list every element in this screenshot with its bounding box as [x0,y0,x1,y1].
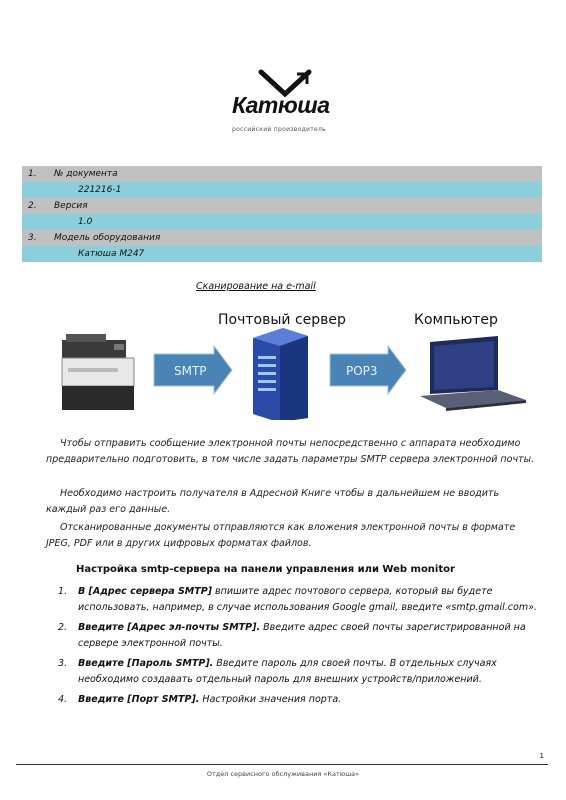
step-bold: Введите [Пароль SMTP]. [78,658,214,669]
footer-divider [16,764,548,765]
paragraph-text: Необходимо настроить получателя в Адресн… [46,488,500,515]
step-number: 4. [58,694,68,705]
paragraph-text: Чтобы отправить сообщение электронной по… [46,438,535,465]
smtp-arrow [153,344,233,396]
list-item: 1. В [Адрес сервера SMTP] впишите адрес … [58,584,538,616]
step-number: 3. [58,658,68,669]
step-bold: Введите [Адрес эл-почты SMTP]. [78,622,261,633]
footer-text: Отдел сервисного обслуживания «Катюша» [206,770,360,778]
laptop-icon [420,336,526,411]
page-number: 1 [539,752,544,760]
email-flow-diagram: Почтовый сервер Компьютер [58,310,538,420]
section-heading: Настройка smtp-сервера на панели управле… [76,564,455,575]
pop3-arrow [329,344,407,396]
computer-label: Компьютер [414,312,498,328]
setup-steps-list: 1. В [Адрес сервера SMTP] впишите адрес … [58,584,538,712]
step-number: 1. [58,586,68,597]
step-number: 2. [58,622,68,633]
row-number: 2. [28,201,37,211]
model-label-row: 3. Модель оборудования [22,230,542,246]
list-item: 2. Введите [Адрес эл-почты SMTP]. Введит… [58,620,538,652]
logo-subtitle: российский производитель [232,126,327,133]
document-title: Сканирование на e-mail [196,281,316,292]
row-label: Версия [54,201,88,211]
attachments-paragraph: Отсканированные документы отправляются к… [46,520,536,552]
row-number: 3. [28,233,37,243]
step-text: Настройки значения порта. [199,694,342,705]
row-label: № документа [54,169,118,179]
step-text: Введите пароль для своей почты. В отдель… [78,658,497,685]
mfp-printer-icon [61,334,135,410]
document-info-table: 1. № документа 221216-1 2. Версия 1.0 3.… [22,166,542,262]
doc-number-value-row: 221216-1 [22,182,542,198]
doc-number-label-row: 1. № документа [22,166,542,182]
list-item: 3. Введите [Пароль SMTP]. Введите пароль… [58,656,538,688]
step-bold: В [Адрес сервера SMTP] [78,586,213,597]
intro-paragraph: Чтобы отправить сообщение электронной по… [46,436,536,468]
row-number: 1. [28,169,37,179]
row-label: Модель оборудования [54,233,161,243]
step-bold: Введите [Порт SMTP]. [78,694,200,705]
step-text: Введите адрес своей почты зарегистрирова… [78,622,526,649]
model-value-row: Катюша М247 [22,246,542,262]
mail-server-label: Почтовый сервер [218,312,346,328]
company-logo [258,69,312,98]
row-value: 221216-1 [78,185,122,195]
version-label-row: 2. Версия [22,198,542,214]
row-value: 1.0 [78,217,93,227]
smtp-arrow-label: SMTP [174,364,207,378]
list-item: 4. Введите [Порт SMTP]. Настройки значен… [58,692,538,708]
version-value-row: 1.0 [22,214,542,230]
server-icon [253,328,308,420]
row-value: Катюша М247 [78,249,145,259]
logo-wordmark: Катюша [232,92,330,118]
pop3-arrow-label: POP3 [346,364,378,378]
step-text: впишите адрес почтового сервера, который… [78,586,537,613]
paragraph-text: Отсканированные документы отправляются к… [46,522,516,549]
address-book-paragraph: Необходимо настроить получателя в Адресн… [46,486,536,518]
